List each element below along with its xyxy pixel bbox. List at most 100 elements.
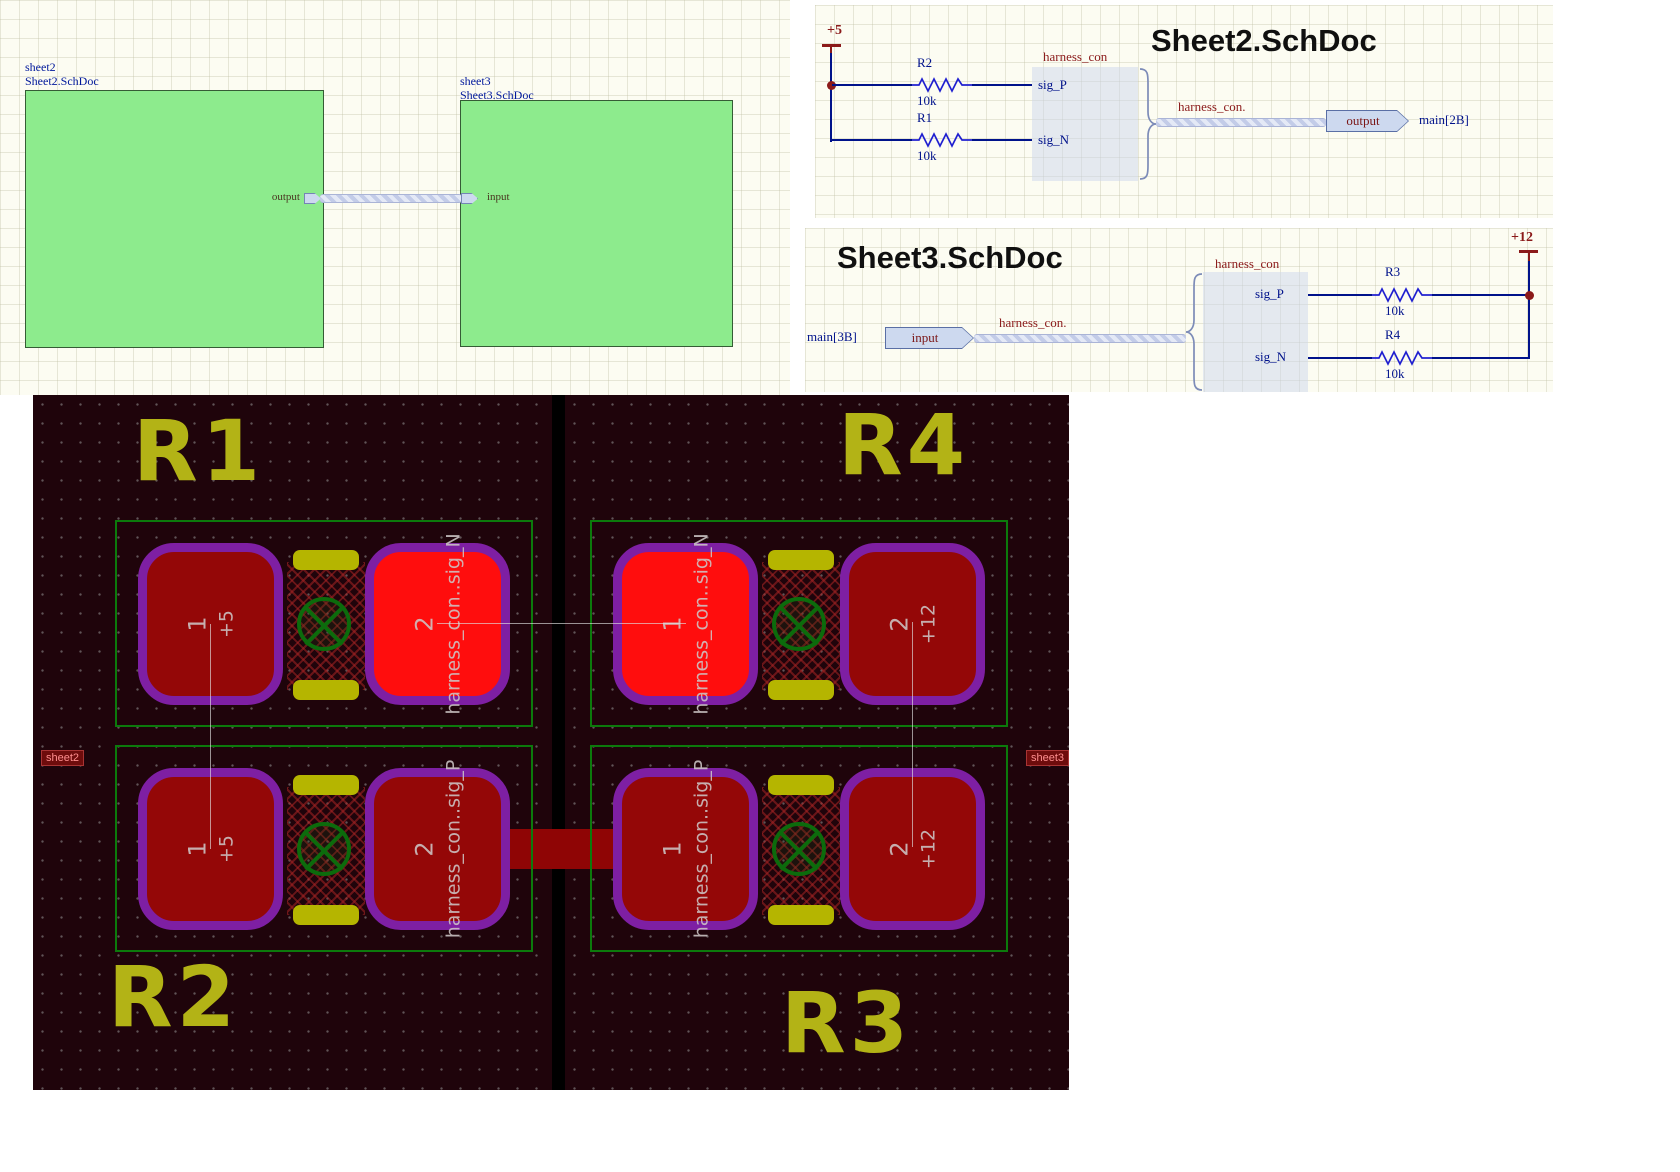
sheet3-filename[interactable]: Sheet3.SchDoc: [460, 88, 534, 102]
component-origin-marker-icon: [772, 597, 826, 651]
power-bar-icon: [822, 44, 841, 47]
pad-net-label: +12: [917, 603, 939, 645]
pad-number: 1: [183, 841, 211, 857]
wire-segment[interactable]: [1432, 294, 1529, 296]
silkscreen-bar: [293, 550, 359, 570]
harness-connector-type[interactable]: harness_con: [1043, 49, 1108, 64]
wire-segment[interactable]: [1308, 294, 1372, 296]
resistor-ref[interactable]: R1: [917, 110, 933, 125]
sheet2-designator[interactable]: sheet2: [25, 60, 56, 74]
component-origin-marker-icon: [297, 597, 351, 651]
harness-wire-label[interactable]: harness_con.: [999, 315, 1067, 330]
pad-number: 2: [410, 841, 438, 857]
harness-connector[interactable]: [1203, 272, 1308, 392]
room-divider: [552, 395, 565, 1090]
harness-wire[interactable]: [974, 334, 1186, 343]
harness-wire-top[interactable]: [320, 194, 462, 203]
silkscreen-bar: [293, 680, 359, 700]
refdes-label-r4[interactable]: R4: [838, 396, 970, 494]
power-port-plus5[interactable]: +5: [827, 23, 842, 38]
port-output-label: output: [1327, 111, 1408, 131]
pad-net-label: +12: [917, 828, 939, 870]
net-label-main2b[interactable]: main[2B]: [1419, 112, 1469, 127]
harness-entry-sigp[interactable]: sig_P: [1038, 77, 1067, 92]
harness-brace-icon: [1139, 68, 1157, 180]
power-stub: [1528, 253, 1530, 261]
pad-number: 2: [885, 841, 913, 857]
pad-net-label: harness_con..sig_P: [690, 759, 712, 939]
resistor-value[interactable]: 10k: [1385, 366, 1405, 381]
port-input[interactable]: input: [885, 327, 974, 349]
sheet-entry-input-label[interactable]: input: [487, 191, 510, 203]
component-origin-marker-icon: [297, 822, 351, 876]
sheet3-symbol[interactable]: [460, 100, 733, 347]
wire-power-rail[interactable]: [1528, 256, 1530, 359]
power-port-plus12[interactable]: +12: [1511, 230, 1533, 245]
port-output[interactable]: output: [1326, 110, 1409, 132]
component-origin-marker-icon: [772, 822, 826, 876]
silkscreen-bar: [768, 550, 834, 570]
resistor-symbol-r3[interactable]: [1372, 287, 1432, 303]
resistor-value[interactable]: 10k: [917, 93, 937, 108]
resistor-ref[interactable]: R4: [1385, 327, 1401, 342]
room-label-sheet2[interactable]: sheet2: [41, 750, 85, 766]
pad-net-label: +5: [215, 610, 237, 639]
net-label-main3b[interactable]: main[3B]: [807, 329, 857, 344]
power-stub: [830, 47, 832, 54]
wire-power-rail[interactable]: [830, 53, 832, 142]
wire-segment[interactable]: [972, 139, 1032, 141]
room-label-sheet3[interactable]: sheet3: [1026, 750, 1070, 766]
resistor-value[interactable]: 10k: [1385, 303, 1405, 318]
sheet-entry-input-icon[interactable]: [461, 193, 478, 204]
sheet2-doc-title: Sheet2.SchDoc: [1151, 23, 1377, 58]
ratsnest-line: [912, 622, 913, 847]
resistor-ref[interactable]: R2: [917, 55, 933, 70]
harness-entry-sigp[interactable]: sig_P: [1255, 286, 1284, 301]
pad-number: 2: [885, 616, 913, 632]
silkscreen-bar: [768, 775, 834, 795]
ratsnest-line: [437, 623, 686, 624]
sheet-entry-output-label[interactable]: output: [271, 191, 300, 203]
pad-net-label: harness_con..sig_P: [442, 759, 464, 939]
resistor-value[interactable]: 10k: [917, 148, 937, 163]
silkscreen-bar: [768, 905, 834, 925]
wire-segment[interactable]: [832, 139, 912, 141]
harness-wire-label[interactable]: harness_con.: [1178, 99, 1246, 114]
silkscreen-bar: [293, 905, 359, 925]
schematic-canvas-main: sheet2 Sheet2.SchDoc sheet3 Sheet3.SchDo…: [0, 0, 790, 395]
power-bar-icon: [1519, 250, 1538, 253]
refdes-label-r3[interactable]: R3: [781, 974, 913, 1072]
resistor-symbol-r4[interactable]: [1372, 350, 1432, 366]
harness-connector-type[interactable]: harness_con: [1215, 256, 1280, 271]
sheet2-symbol[interactable]: [25, 90, 324, 348]
wire-segment[interactable]: [1308, 357, 1372, 359]
harness-entry-sign[interactable]: sig_N: [1038, 132, 1070, 147]
sheet3-designator[interactable]: sheet3: [460, 74, 491, 88]
resistor-ref[interactable]: R3: [1385, 264, 1401, 279]
harness-connector[interactable]: [1032, 67, 1138, 181]
sheet2-filename[interactable]: Sheet2.SchDoc: [25, 74, 99, 88]
wire-junction: [827, 81, 836, 90]
sheet-entry-output-icon[interactable]: [304, 193, 321, 204]
wire-segment[interactable]: [972, 84, 1032, 86]
pad-number: 1: [658, 616, 686, 632]
wire-segment[interactable]: [1432, 357, 1529, 359]
refdes-label-r1[interactable]: R1: [133, 402, 265, 500]
harness-entry-sign[interactable]: sig_N: [1255, 349, 1287, 364]
wire-segment[interactable]: [832, 84, 912, 86]
resistor-symbol-r1[interactable]: [912, 132, 972, 148]
pad-net-label: harness_con..sig_N: [690, 533, 712, 715]
harness-wire[interactable]: [1156, 118, 1326, 127]
resistor-symbol-r2[interactable]: [912, 77, 972, 93]
refdes-label-r2[interactable]: R2: [108, 948, 240, 1046]
silkscreen-bar: [293, 775, 359, 795]
pad-net-label: +5: [215, 835, 237, 864]
harness-brace-icon: [1185, 273, 1203, 391]
